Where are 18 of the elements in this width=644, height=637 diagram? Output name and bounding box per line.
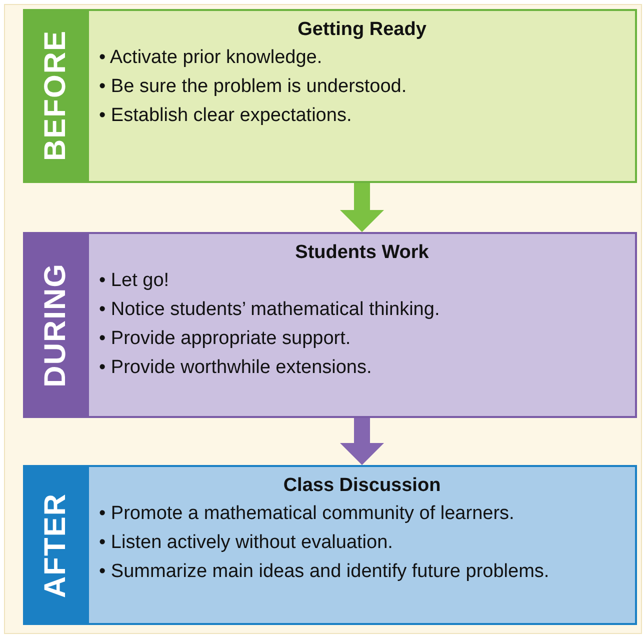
bullet-item: • Summarize main ideas and identify future problems. xyxy=(99,561,550,583)
bullet-item: • Establish clear expectations. xyxy=(99,105,353,127)
bullet-item: • Promote a mathematical community of learners. xyxy=(99,503,516,525)
bullet-item: • Provide worthwhile extensions. xyxy=(99,357,373,379)
section-heading: Getting Ready xyxy=(296,19,428,41)
bullet-item: • Listen actively without evaluation. xyxy=(99,532,394,554)
bullet-item: • Notice students’ mathematical thinking. xyxy=(99,299,441,321)
section-heading: Students Work xyxy=(294,242,430,264)
bullet-item: • Provide appropriate support. xyxy=(99,328,352,350)
stage-label: BEFORE xyxy=(23,9,89,183)
bullet-item: • Activate prior knowledge. xyxy=(99,47,324,69)
arrow xyxy=(340,418,384,465)
bullet-item: • Let go! xyxy=(99,270,170,292)
stage-label: DURING xyxy=(23,232,89,418)
section-heading: Class Discussion xyxy=(282,475,442,497)
arrow xyxy=(340,183,384,232)
bullet-item: • Be sure the problem is understood. xyxy=(99,76,408,98)
stage-label: AFTER xyxy=(23,465,89,625)
